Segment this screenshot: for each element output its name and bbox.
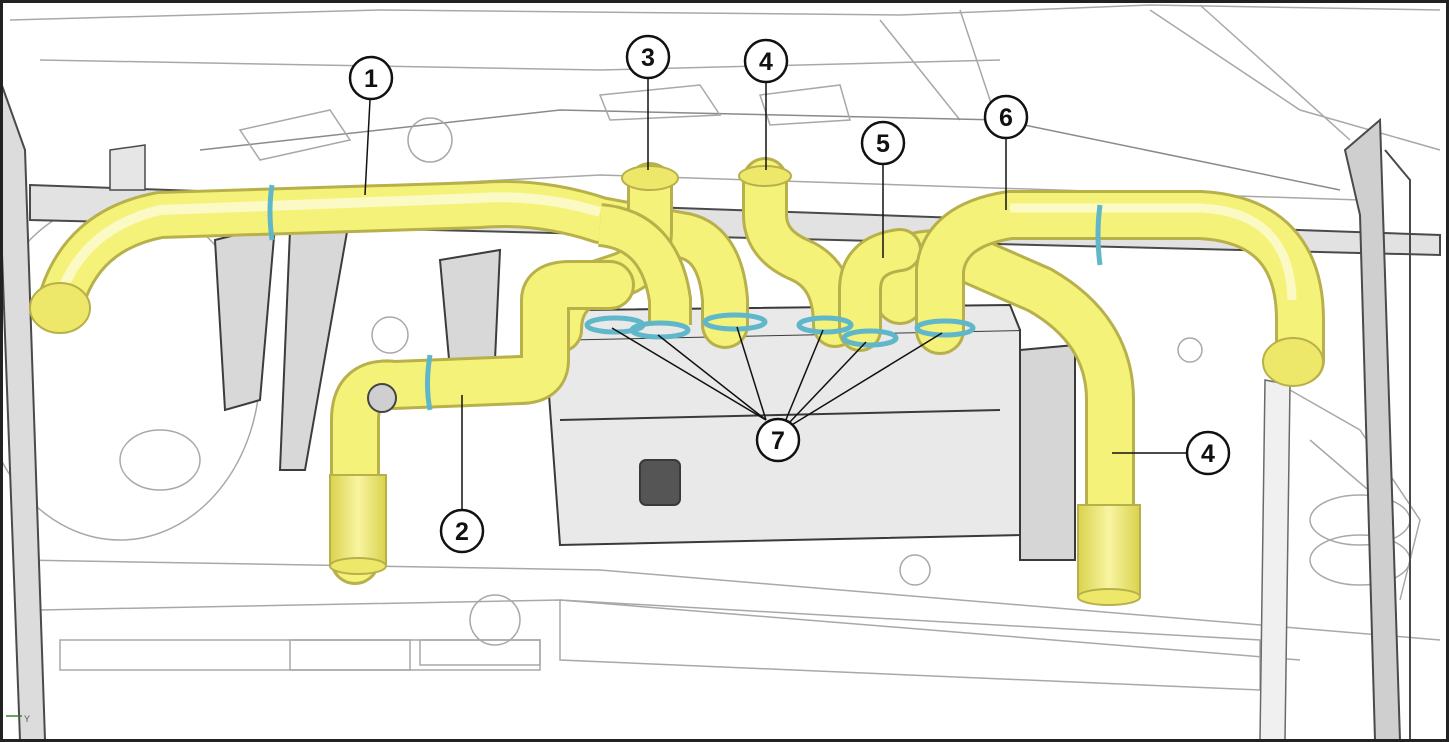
callout-7: 7 xyxy=(755,417,801,463)
axis-indicator: Y xyxy=(6,714,30,724)
duct-6 xyxy=(915,190,1325,387)
callout-6-label: 6 xyxy=(999,104,1013,132)
duct-5 xyxy=(838,228,922,352)
callout-4-top: 4 xyxy=(743,38,789,84)
callout-1: 1 xyxy=(348,55,394,101)
leader-lines xyxy=(364,79,1186,510)
callout-4-right: 4 xyxy=(1185,430,1231,476)
callout-6: 6 xyxy=(983,94,1029,140)
callout-3: 3 xyxy=(625,34,671,80)
hvac-unit xyxy=(543,303,1076,561)
duct-1 xyxy=(29,180,749,349)
axis-indicator-label: Y xyxy=(24,714,30,724)
steering-brackets xyxy=(213,213,502,471)
duct-2 xyxy=(329,260,635,585)
callout-7-label: 7 xyxy=(771,427,785,455)
callout-5-label: 5 xyxy=(876,130,890,158)
callout-4-top-label: 4 xyxy=(759,48,773,76)
callout-1-label: 1 xyxy=(364,65,378,93)
callout-2: 2 xyxy=(439,508,485,554)
callout-4-right-label: 4 xyxy=(1201,440,1215,468)
callout-5: 5 xyxy=(860,120,906,166)
callout-2-label: 2 xyxy=(455,518,469,546)
callout-3-label: 3 xyxy=(641,44,655,72)
